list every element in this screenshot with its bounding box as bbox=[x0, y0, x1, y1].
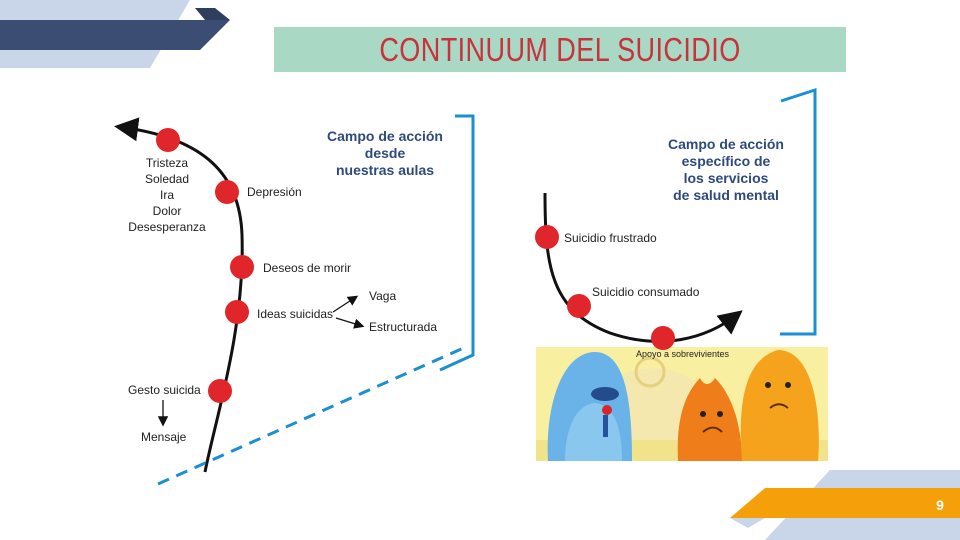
continuum-dot bbox=[535, 225, 559, 249]
left-dashed-line bbox=[157, 344, 469, 486]
right-heading-line: Campo de acción bbox=[668, 136, 784, 152]
label-apoyo-sobrevivientes: Apoyo a sobrevivientes bbox=[636, 349, 730, 359]
survivors-illustration bbox=[536, 347, 828, 461]
label-gesto-suicida: Gesto suicida bbox=[128, 383, 201, 397]
bottom-orange-band bbox=[730, 488, 960, 518]
continuum-dot bbox=[225, 300, 249, 324]
right-heading-line: específico de bbox=[681, 153, 771, 169]
page-title: CONTINUUM DEL SUICIDIO bbox=[379, 31, 741, 68]
label-mensaje: Mensaje bbox=[141, 430, 187, 444]
label-vaga: Vaga bbox=[369, 289, 397, 303]
emotions-list: Tristeza Soledad Ira Dolor Desesperanza bbox=[123, 155, 211, 235]
emotion-label: Soledad bbox=[144, 172, 190, 186]
label-depresion: Depresión bbox=[247, 185, 302, 199]
left-heading-line: Campo de acción bbox=[327, 128, 443, 144]
top-dark-tip bbox=[195, 8, 230, 20]
right-continuum-curve bbox=[543, 192, 743, 343]
arrow-to-estructurada bbox=[335, 317, 365, 329]
bottom-orange-tip bbox=[730, 518, 765, 528]
label-suicidio-frustrado: Suicidio frustrado bbox=[564, 231, 657, 245]
left-heading-line: desde bbox=[364, 145, 406, 161]
right-heading-line: de salud mental bbox=[673, 187, 779, 203]
emotion-label: Dolor bbox=[152, 204, 182, 218]
continuum-dot bbox=[208, 379, 232, 403]
emotion-label: Tristeza bbox=[145, 156, 189, 170]
label-suicidio-consumado: Suicidio consumado bbox=[592, 285, 700, 299]
page-number: 9 bbox=[936, 497, 944, 513]
right-heading: Campo de acción específico de los servic… bbox=[662, 136, 790, 204]
emotion-label: Desesperanza bbox=[128, 220, 206, 234]
left-bracket bbox=[439, 114, 475, 372]
title-banner: CONTINUUM DEL SUICIDIO bbox=[274, 27, 846, 72]
continuum-dot bbox=[230, 255, 254, 279]
left-continuum-curve bbox=[114, 117, 244, 473]
label-ideas-suicidas: Ideas suicidas bbox=[257, 307, 334, 321]
left-heading: Campo de acción desde nuestras aulas bbox=[321, 128, 449, 179]
emotion-label: Ira bbox=[159, 188, 174, 202]
continuum-dot bbox=[651, 326, 675, 350]
label-estructurada: Estructurada bbox=[369, 320, 438, 334]
continuum-dot bbox=[156, 128, 180, 152]
left-heading-line: nuestras aulas bbox=[335, 162, 435, 178]
right-heading-line: los servicios bbox=[683, 170, 769, 186]
continuum-dot bbox=[567, 294, 591, 318]
top-dark-band bbox=[0, 20, 230, 50]
continuum-dot bbox=[215, 180, 239, 204]
label-deseos-de-morir: Deseos de morir bbox=[263, 261, 352, 275]
arrow-to-vaga bbox=[332, 295, 359, 313]
right-bracket bbox=[780, 87, 817, 336]
